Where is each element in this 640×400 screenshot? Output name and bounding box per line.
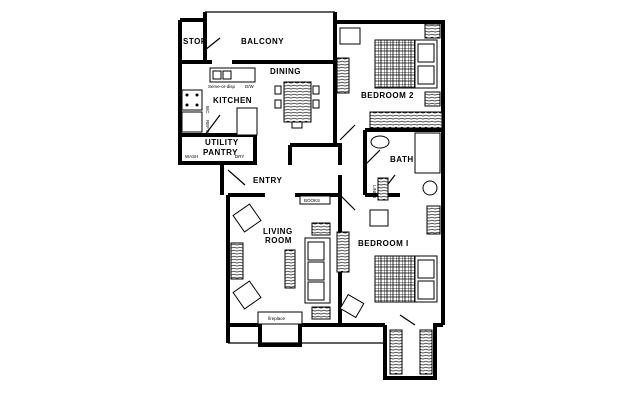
books-label: BOOKS <box>304 198 320 203</box>
dining-label: DINING <box>270 67 301 76</box>
refrigerator <box>181 111 203 133</box>
bath-label: BATH <box>390 155 414 164</box>
room-label: ROOM <box>265 236 292 245</box>
entry-label: ENTRY <box>253 176 282 185</box>
wash-label: WASH <box>185 154 198 159</box>
linen-label: LINEN <box>372 185 377 198</box>
dishwasher-label: D/W <box>245 84 255 89</box>
balcony-label: BALCONY <box>241 37 284 46</box>
utility-label: UTILITY <box>205 138 239 147</box>
disposal-label: Serve-or-disp <box>208 84 236 89</box>
storage-label: STOR <box>183 37 207 46</box>
living-label: LIVING <box>263 227 293 236</box>
pantry-label: PANTRY <box>203 148 238 157</box>
room-labels: STOR BALCONY DINING KITCHEN UTILITY PANT… <box>183 37 414 248</box>
kitchen-fixtures: Serve-or-disp D/W B/C REF'G WASH DRY <box>181 67 258 159</box>
refrigerator-label: REF'G <box>205 120 210 134</box>
bc-label: B/C <box>205 106 210 114</box>
dry-label: DRY <box>235 154 244 159</box>
bedroom2-label: BEDROOM 2 <box>361 91 414 100</box>
dining-table <box>274 81 320 129</box>
bedroom1-furniture <box>336 205 441 375</box>
stove <box>181 89 203 111</box>
living-room-furniture: BOOKS fireplace <box>230 195 331 325</box>
bedroom2-furniture <box>336 23 443 129</box>
kitchen-label: KITCHEN <box>213 96 252 105</box>
bath-fixtures: LINEN <box>370 132 441 201</box>
fireplace-label: fireplace <box>268 316 286 321</box>
bedroom1-label: BEDROOM I <box>358 239 409 248</box>
